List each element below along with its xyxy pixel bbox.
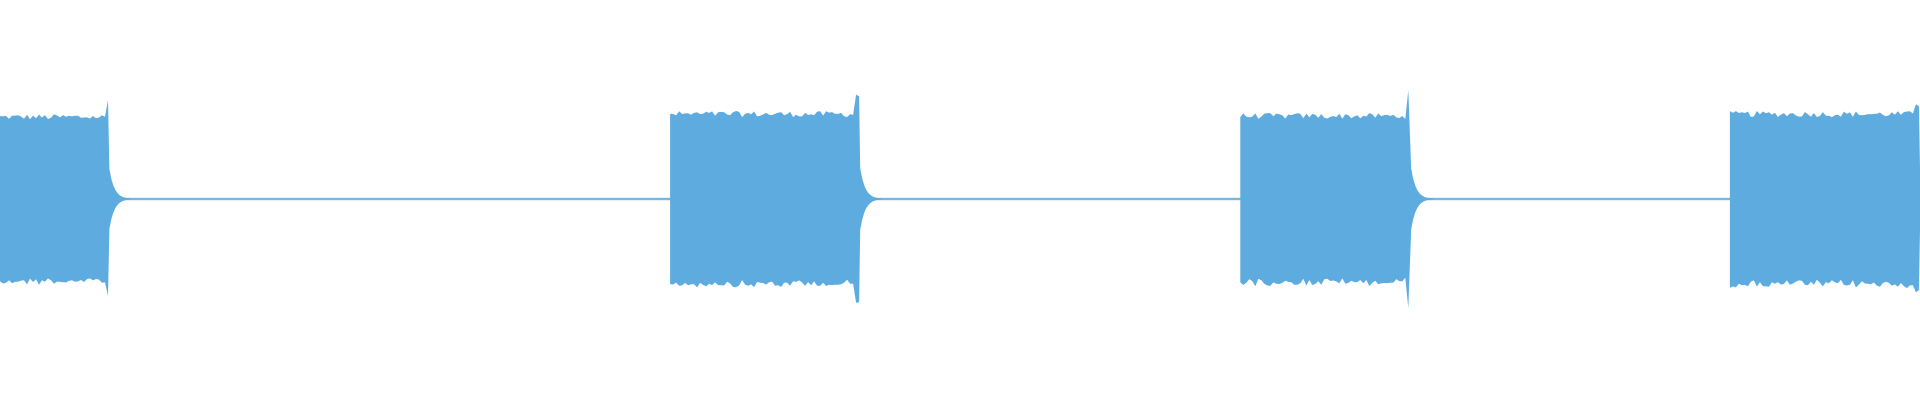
silence-line — [0, 197, 1920, 201]
waveform-silence — [0, 197, 1920, 201]
